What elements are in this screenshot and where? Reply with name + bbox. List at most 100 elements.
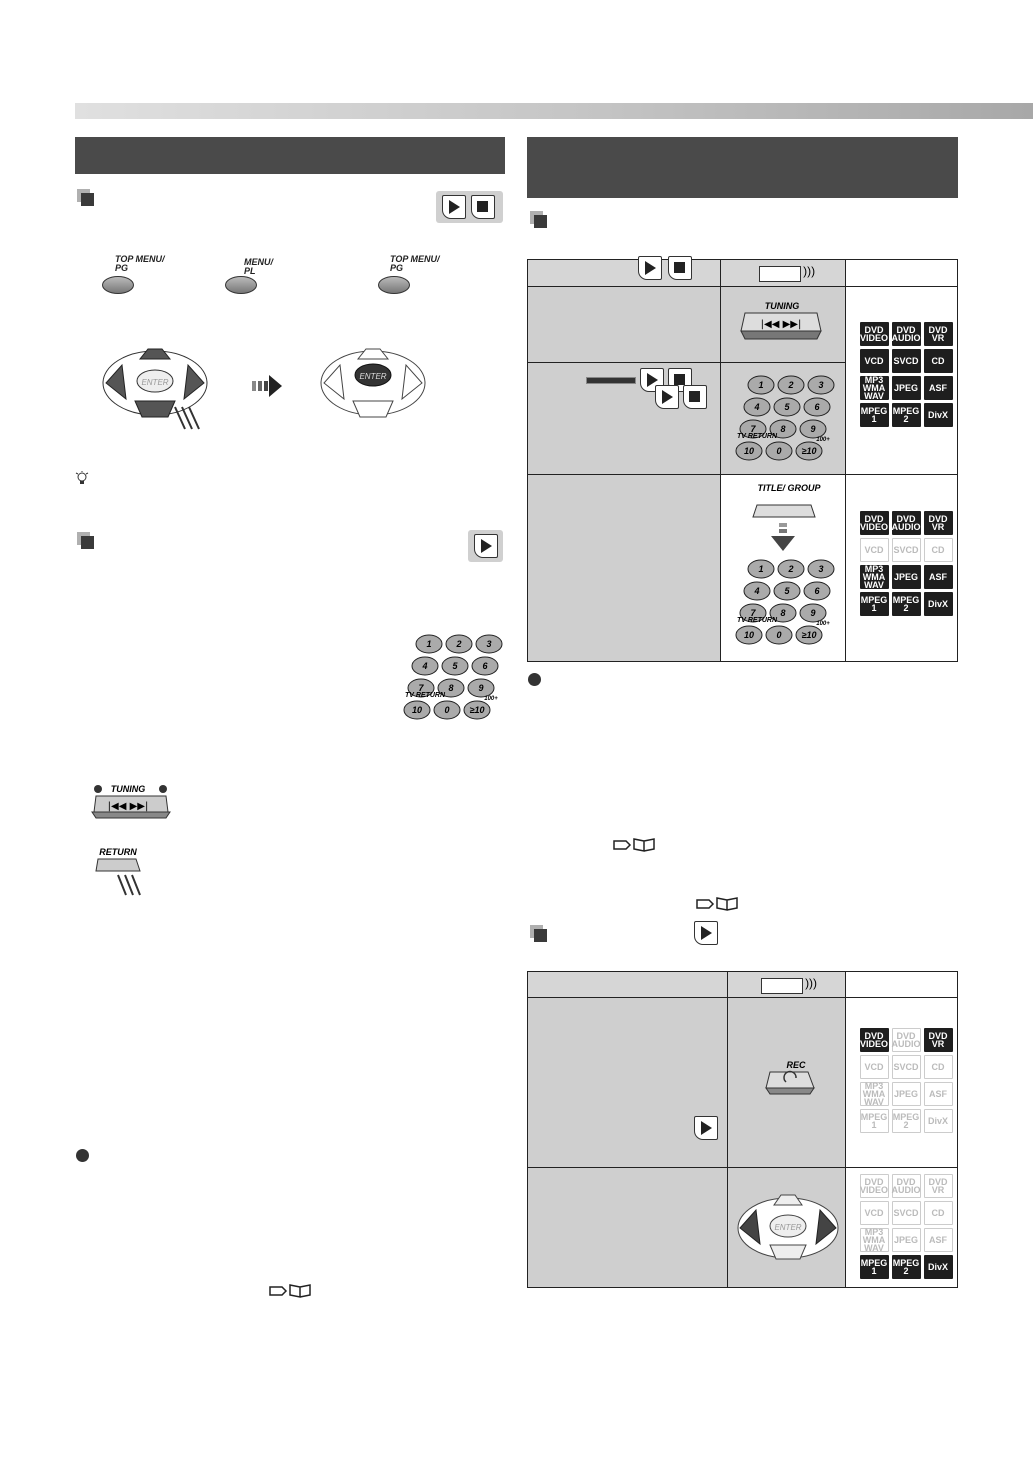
number-key[interactable]: [411, 656, 439, 676]
tuning-skip-button-2[interactable]: TUNING |◀◀ ▶▶|: [737, 297, 827, 347]
number-key[interactable]: [743, 397, 771, 417]
number-key[interactable]: [415, 634, 443, 654]
number-key[interactable]: [795, 625, 823, 645]
number-key[interactable]: [777, 559, 805, 579]
format-badge: MP3 WMA WAV: [859, 376, 889, 401]
number-key[interactable]: [735, 625, 763, 645]
format-badge: CD: [923, 349, 953, 373]
number-key-label: 8: [448, 683, 453, 693]
title-group-button[interactable]: TITLE/ GROUP: [751, 481, 821, 553]
format-badge: DivX: [923, 1255, 953, 1279]
number-key[interactable]: [769, 603, 797, 623]
number-key-label: 4: [754, 586, 760, 596]
cursor-pad-left-right[interactable]: ENTER: [732, 1188, 844, 1278]
number-key[interactable]: [471, 656, 499, 676]
top-menu-button-2[interactable]: [378, 276, 410, 294]
format-badge: SVCD: [891, 349, 921, 373]
number-key[interactable]: [803, 397, 831, 417]
format-badge: JPEG: [891, 1082, 921, 1106]
number-key[interactable]: [777, 375, 805, 395]
number-key-label: ≥10: [802, 630, 817, 640]
number-key[interactable]: [735, 441, 763, 461]
format-badge: SVCD: [891, 538, 921, 562]
play-icon: [442, 195, 466, 219]
tuning-skip-button[interactable]: TUNING |◀◀ ▶▶|: [88, 782, 173, 822]
number-key[interactable]: [747, 559, 775, 579]
number-key-label: 9: [811, 608, 816, 618]
number-key-label: 0: [777, 446, 782, 456]
subsection-bullet-icon-4: [534, 929, 547, 942]
number-key-label: ≥10: [802, 446, 817, 456]
format-badge: VCD: [859, 349, 889, 373]
number-key[interactable]: [743, 581, 771, 601]
format-badge: DVD AUDIO: [891, 322, 921, 346]
number-key-extra-label: 100+: [484, 696, 498, 702]
number-key[interactable]: [437, 678, 465, 698]
number-key-label: 2: [788, 564, 794, 574]
cursor-pad-enter[interactable]: ENTER: [318, 345, 428, 435]
format-badge: ASF: [923, 376, 953, 400]
format-badge: MP3 WMA WAV: [859, 1082, 889, 1107]
menu-label: MENU/ PL: [244, 257, 273, 276]
rec-button[interactable]: REC: [762, 1058, 822, 1108]
play-icon: [474, 534, 498, 558]
number-key[interactable]: [799, 603, 827, 623]
number-key[interactable]: [807, 559, 835, 579]
number-key[interactable]: [807, 375, 835, 395]
number-key-label: 7: [418, 683, 424, 693]
number-key[interactable]: [795, 441, 823, 461]
number-key[interactable]: [769, 419, 797, 439]
number-key[interactable]: [475, 634, 503, 654]
number-key-label: 9: [811, 424, 816, 434]
number-key[interactable]: [441, 656, 469, 676]
number-key[interactable]: [407, 678, 435, 698]
number-key[interactable]: [773, 397, 801, 417]
play-mode-box: [468, 530, 503, 562]
number-key[interactable]: [803, 581, 831, 601]
table-header-cell: [526, 971, 729, 998]
number-key[interactable]: [765, 625, 793, 645]
number-key[interactable]: [403, 700, 431, 720]
number-key-label: 6: [815, 402, 821, 412]
format-badge: MP3 WMA WAV: [859, 565, 889, 590]
play-icon: [694, 1116, 718, 1140]
number-key[interactable]: [739, 603, 767, 623]
number-key[interactable]: [773, 581, 801, 601]
tip-bulb-icon: [75, 471, 89, 484]
number-key[interactable]: [445, 634, 473, 654]
format-badge: MP3 WMA WAV: [859, 1228, 889, 1253]
number-key-label: 2: [788, 380, 794, 390]
menu-button[interactable]: [225, 276, 257, 294]
number-key[interactable]: [463, 700, 491, 720]
note-check-icon: [76, 1149, 89, 1162]
format-badge: ASF: [923, 1082, 953, 1106]
format-badge: MPEG 1: [859, 1255, 889, 1279]
table-header-remote: ))): [720, 259, 846, 287]
return-button[interactable]: RETURN: [92, 845, 152, 897]
cursor-pad-pressed[interactable]: ENTER: [100, 345, 210, 435]
format-badge: CD: [923, 1201, 953, 1225]
subsection-bullet-icon: [81, 193, 94, 206]
format-badge: DVD VIDEO: [859, 322, 889, 346]
svg-text:TUNING: TUNING: [765, 301, 800, 311]
number-key[interactable]: [747, 375, 775, 395]
format-badge: MPEG 1: [859, 592, 889, 616]
number-key-label: 5: [452, 661, 458, 671]
format-badge: MPEG 2: [891, 403, 921, 427]
number-key-label: 2: [455, 639, 461, 649]
svg-text:REC: REC: [787, 1060, 807, 1070]
top-menu-button[interactable]: [102, 276, 134, 294]
number-key-label: 4: [421, 661, 427, 671]
number-key[interactable]: [739, 419, 767, 439]
number-key[interactable]: [467, 678, 495, 698]
number-key[interactable]: [799, 419, 827, 439]
number-key[interactable]: [433, 700, 461, 720]
svg-text:RETURN: RETURN: [99, 847, 137, 857]
reference-page-icon: [269, 1284, 311, 1298]
number-key[interactable]: [765, 441, 793, 461]
